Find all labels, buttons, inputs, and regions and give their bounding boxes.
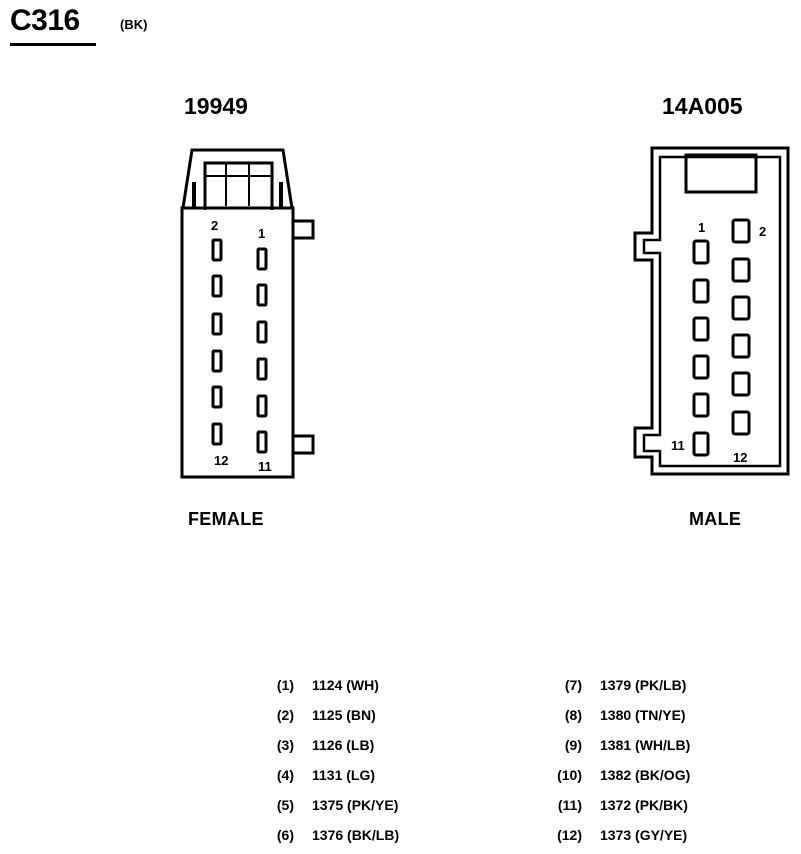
circuit: 1381 (WH/LB) bbox=[600, 737, 691, 753]
circuit: 1376 (BK/LB) bbox=[312, 827, 400, 843]
female-pin-label-11: 11 bbox=[258, 459, 272, 474]
circuit: 1375 (PK/YE) bbox=[312, 797, 399, 813]
male-connector-diagram bbox=[633, 146, 790, 476]
pinout-row: (6) 1376 (BK/LB) bbox=[272, 825, 399, 845]
pinout-row: (1) 1124 (WH) bbox=[272, 675, 399, 695]
pin-number: (2) bbox=[276, 707, 294, 723]
female-label: FEMALE bbox=[188, 509, 264, 529]
female-pin-label-12: 12 bbox=[214, 453, 228, 468]
male-pin-label-12: 12 bbox=[733, 450, 747, 465]
pinout-left: (1) 1124 (WH) (2) 1125 (BN) (3) 1126 (LB) (… bbox=[272, 675, 399, 845]
pin-number: (3) bbox=[276, 737, 294, 753]
circuit: 1124 (WH) bbox=[312, 677, 379, 693]
pin-number: (5) bbox=[276, 797, 294, 813]
pinout-row: (3) 1126 (LB) bbox=[272, 735, 399, 755]
male-pin-label-1: 1 bbox=[698, 220, 705, 235]
circuit: 1382 (BK/OG) bbox=[600, 767, 691, 783]
circuit: 1125 (BN) bbox=[312, 707, 376, 723]
pinout-row: (7) 1379 (PK/LB) bbox=[548, 675, 690, 695]
female-pin-label-2: 2 bbox=[211, 218, 218, 233]
connector-color-code: (BK) bbox=[120, 17, 148, 32]
female-terminals bbox=[211, 238, 268, 454]
circuit: 1126 (LB) bbox=[312, 737, 375, 753]
pinout-row: (8) 1380 (TN/YE) bbox=[548, 705, 690, 725]
female-connector-diagram: 2 1 12 11 1 2 11 12 bbox=[180, 146, 790, 479]
pinout-row: (4) 1131 (LG) bbox=[272, 765, 399, 785]
pin-number: (10) bbox=[557, 767, 582, 783]
pin-number: (6) bbox=[276, 827, 294, 843]
pinout-row: (11) 1372 (PK/BK) bbox=[548, 795, 690, 815]
pin-number: (12) bbox=[557, 827, 582, 843]
female-tab-bottom bbox=[293, 434, 315, 455]
male-part-number: 14A005 bbox=[662, 93, 743, 119]
connector-id: C316 bbox=[10, 4, 80, 37]
pin-number: (1) bbox=[276, 677, 294, 693]
pin-number: (8) bbox=[564, 707, 582, 723]
female-part-number: 19949 bbox=[184, 93, 248, 119]
female-body-outline bbox=[180, 206, 295, 479]
pin-number: (7) bbox=[564, 677, 582, 693]
circuit: 1379 (PK/LB) bbox=[600, 677, 687, 693]
pinout-row: (12) 1373 (GY/YE) bbox=[548, 825, 690, 845]
female-pin-label-1: 1 bbox=[258, 226, 265, 241]
male-key-slot bbox=[684, 153, 758, 194]
circuit: 1131 (LG) bbox=[312, 767, 376, 783]
male-outer-outline bbox=[633, 146, 790, 476]
male-inner-outline bbox=[642, 155, 782, 468]
circuit: 1380 (TN/YE) bbox=[600, 707, 686, 723]
title-underline bbox=[10, 43, 96, 46]
pinout-row: (2) 1125 (BN) bbox=[272, 705, 399, 725]
pinout-row: (10) 1382 (BK/OG) bbox=[548, 765, 690, 785]
pinout-row: (9) 1381 (WH/LB) bbox=[548, 735, 690, 755]
pin-number: (9) bbox=[564, 737, 582, 753]
male-pin-label-11: 11 bbox=[671, 438, 685, 453]
male-pin-label-2: 2 bbox=[759, 224, 766, 239]
circuit: 1372 (PK/BK) bbox=[600, 797, 688, 813]
male-terminals bbox=[692, 218, 751, 457]
circuit: 1373 (GY/YE) bbox=[600, 827, 688, 843]
female-latch-hood-outline bbox=[181, 148, 294, 209]
female-tab-top bbox=[293, 219, 315, 240]
pinout-right: (7) 1379 (PK/LB) (8) 1380 (TN/YE) (9) 1381 … bbox=[548, 675, 690, 845]
pin-number: (11) bbox=[557, 797, 582, 813]
female-latch-inner bbox=[203, 161, 274, 210]
pin-number: (4) bbox=[276, 767, 294, 783]
male-label: MALE bbox=[689, 509, 742, 529]
pinout-row: (5) 1375 (PK/YE) bbox=[272, 795, 399, 815]
